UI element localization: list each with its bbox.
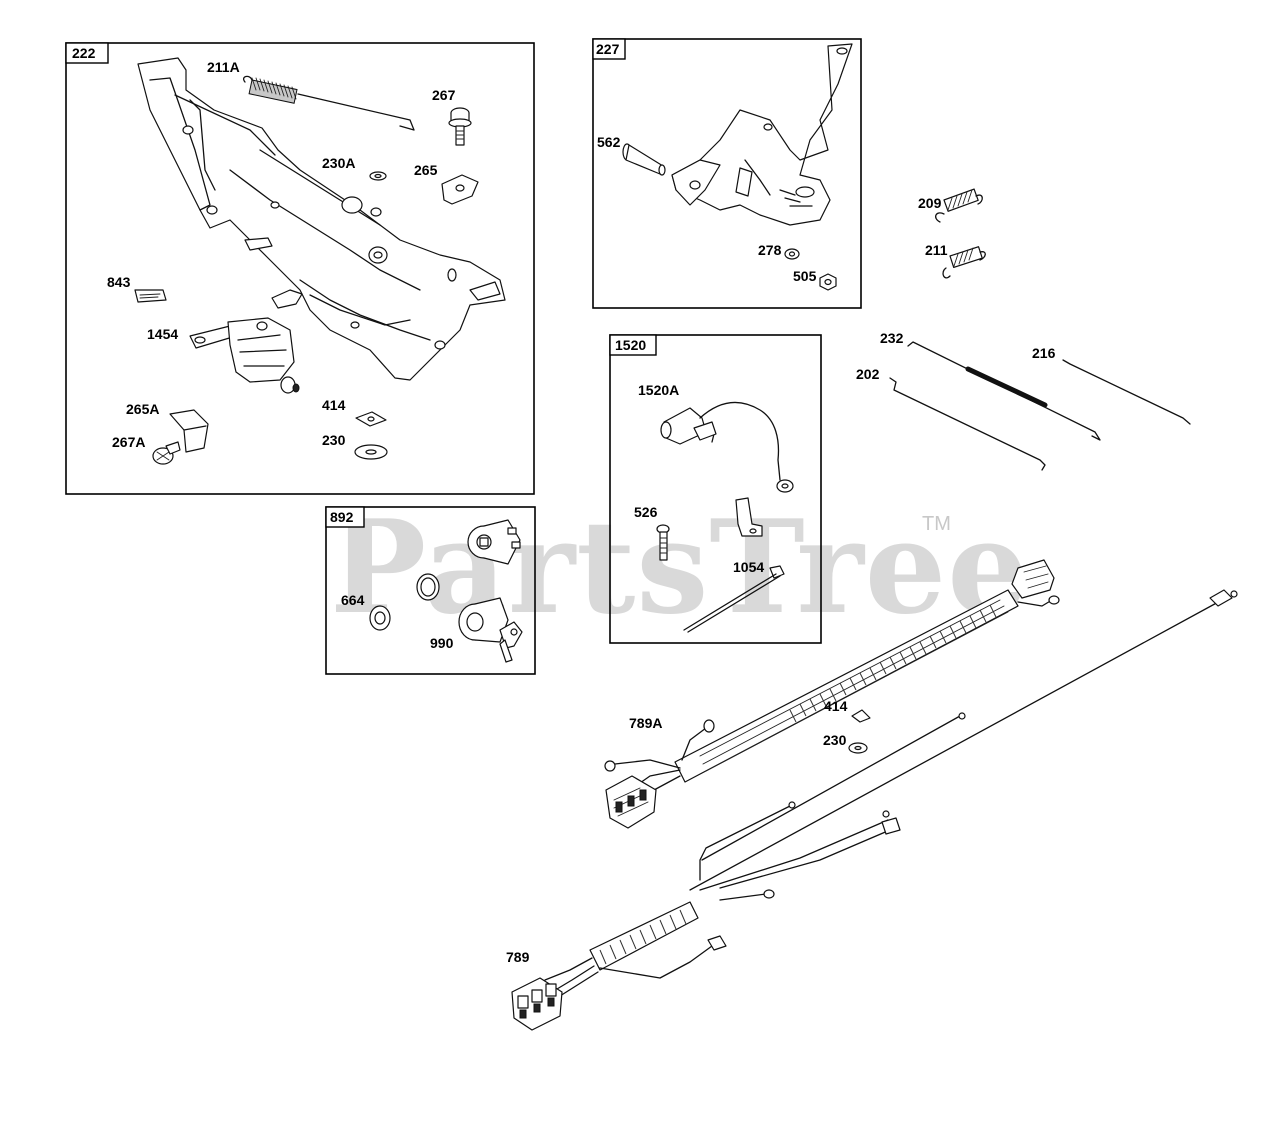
label-265A[interactable]: 265A bbox=[126, 401, 159, 417]
kit-1520-group: 1520 1520A 526 1054 bbox=[609, 334, 822, 644]
label-990[interactable]: 990 bbox=[430, 635, 454, 651]
rod-202-drawing bbox=[889, 377, 1046, 471]
label-1454[interactable]: 1454 bbox=[147, 326, 178, 342]
switch-1454-drawing bbox=[189, 317, 300, 394]
ignition-switch-drawing bbox=[467, 519, 521, 565]
label-267A[interactable]: 267A bbox=[112, 434, 145, 450]
nut-505-drawing bbox=[819, 273, 837, 291]
washer-414-drawing bbox=[355, 411, 387, 427]
kit-1520-tag[interactable]: 1520 bbox=[615, 337, 646, 353]
bolt-267-drawing bbox=[448, 107, 472, 146]
kit-227-frame bbox=[592, 38, 862, 309]
retaining-ring-drawing bbox=[416, 573, 440, 601]
decal-843-drawing bbox=[134, 289, 167, 303]
label-230-kit222[interactable]: 230 bbox=[322, 432, 346, 448]
washer-230-loose-drawing bbox=[848, 742, 868, 754]
rod-216-drawing bbox=[1062, 359, 1191, 425]
kit-227-tag[interactable]: 227 bbox=[596, 41, 620, 57]
label-789[interactable]: 789 bbox=[506, 949, 530, 965]
kit-222-tag-box bbox=[65, 42, 109, 64]
label-230A[interactable]: 230A bbox=[322, 155, 355, 171]
label-843[interactable]: 843 bbox=[107, 274, 131, 290]
bracket-1520-drawing bbox=[735, 497, 763, 537]
label-267[interactable]: 267 bbox=[432, 87, 456, 103]
watermark: PartsTree TM bbox=[330, 493, 1030, 643]
switch-1520A-drawing bbox=[660, 401, 794, 493]
label-209[interactable]: 209 bbox=[918, 195, 942, 211]
kit-892-tag-box bbox=[325, 506, 365, 528]
label-216[interactable]: 216 bbox=[1032, 345, 1056, 361]
label-278[interactable]: 278 bbox=[758, 242, 782, 258]
watermark-text: PartsTree bbox=[330, 493, 1030, 643]
kit-222-group: 222 bbox=[65, 42, 535, 495]
kit-892-tag[interactable]: 892 bbox=[330, 509, 354, 525]
label-789A[interactable]: 789A bbox=[629, 715, 662, 731]
nut-664-drawing bbox=[369, 605, 391, 631]
washer-230-drawing bbox=[354, 444, 388, 460]
spring-211A-drawing bbox=[243, 75, 415, 131]
kit-227-tag-box bbox=[592, 38, 626, 60]
key-switch-990-drawing bbox=[458, 597, 523, 663]
label-526[interactable]: 526 bbox=[634, 504, 658, 520]
screw-526-drawing bbox=[656, 524, 670, 561]
kit-227-group: 227 562 278 505 bbox=[592, 38, 862, 309]
washer-414-loose-drawing bbox=[851, 709, 871, 723]
clip-265-drawing bbox=[441, 174, 479, 205]
label-505[interactable]: 505 bbox=[793, 268, 817, 284]
kit-892-frame bbox=[325, 506, 536, 675]
bracket-265A-drawing bbox=[169, 409, 209, 453]
washer-278-drawing bbox=[784, 248, 800, 260]
lever-227-drawing bbox=[671, 43, 853, 226]
label-1520A[interactable]: 1520A bbox=[638, 382, 679, 398]
kit-1520-frame bbox=[609, 334, 822, 644]
control-bracket-drawing bbox=[137, 57, 506, 381]
spring-209-drawing bbox=[935, 188, 983, 223]
label-202[interactable]: 202 bbox=[856, 366, 880, 382]
harness-789-drawing bbox=[511, 589, 1238, 1031]
label-230-loose[interactable]: 230 bbox=[823, 732, 847, 748]
kit-222-frame bbox=[65, 42, 535, 495]
label-562[interactable]: 562 bbox=[597, 134, 621, 150]
label-664[interactable]: 664 bbox=[341, 592, 365, 608]
rod-232-drawing bbox=[907, 341, 1101, 441]
washer-230A-drawing bbox=[369, 171, 387, 181]
pin-562-drawing bbox=[622, 143, 666, 176]
kit-892-group: 892 664 990 bbox=[325, 506, 536, 675]
screw-267A-drawing bbox=[152, 441, 181, 465]
harness-789A-drawing bbox=[604, 559, 1060, 829]
kit-222-tag[interactable]: 222 bbox=[72, 45, 96, 61]
kit-1520-tag-box bbox=[609, 334, 657, 356]
cable-tie-1054-drawing bbox=[683, 565, 785, 633]
label-211A[interactable]: 211A bbox=[207, 59, 240, 75]
label-414-loose[interactable]: 414 bbox=[824, 698, 848, 714]
watermark-trademark: TM bbox=[922, 513, 951, 535]
label-211[interactable]: 211 bbox=[925, 242, 948, 258]
spring-211-drawing bbox=[942, 246, 986, 279]
label-1054[interactable]: 1054 bbox=[733, 559, 764, 575]
label-414-kit222[interactable]: 414 bbox=[322, 397, 346, 413]
label-232[interactable]: 232 bbox=[880, 330, 904, 346]
label-265[interactable]: 265 bbox=[414, 162, 438, 178]
